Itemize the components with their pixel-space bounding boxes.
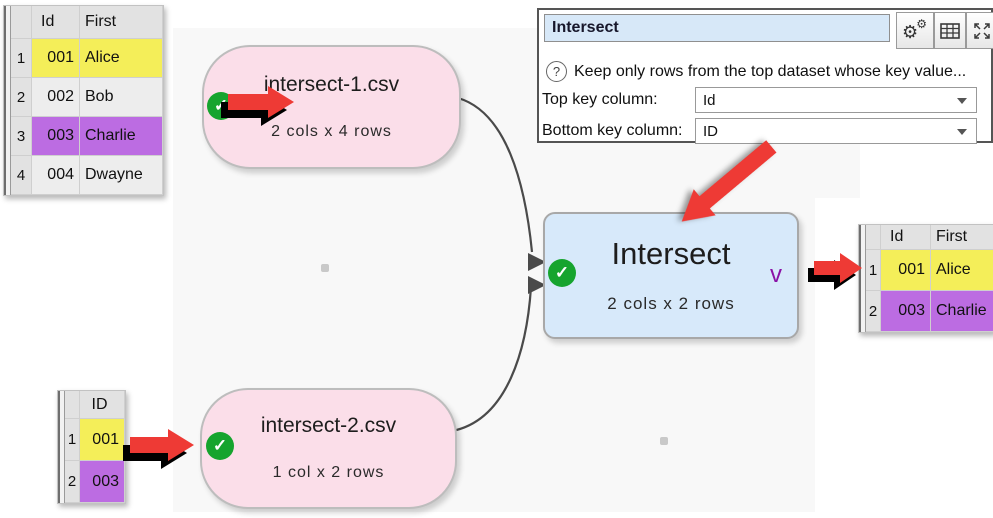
node-size-label: 1 col x 2 rows [272,464,385,481]
maximize-button[interactable] [966,12,993,49]
cell-first[interactable]: Alice [931,250,993,291]
row-number[interactable]: 2 [65,461,80,503]
column-header[interactable]: ID [80,391,125,419]
gear-icon: ⚙ ⚙ [902,16,927,42]
top-key-column-select[interactable]: Id [695,87,977,113]
corner-cell [65,391,80,419]
cell-id[interactable]: 002 [32,78,80,117]
cell-first[interactable]: Dwayne [80,156,163,195]
table-row: 1 001 Alice [866,250,993,291]
node-size-label: 2 cols x 4 rows [271,123,392,140]
row-number[interactable]: 2 [866,291,881,332]
column-header[interactable]: Id [881,225,931,250]
cell-id[interactable]: 003 [80,461,125,503]
chevron-down-icon [957,98,967,104]
source1-vertical-scrollbar[interactable] [4,6,11,195]
help-row: ? Keep only rows from the top dataset wh… [546,61,966,82]
bottom-key-column-value: ID [703,122,718,140]
cell-id[interactable]: 001 [32,39,80,78]
column-header[interactable]: Id [32,6,80,39]
transform-name-input[interactable] [544,14,890,42]
canvas-grid-dot [660,437,668,445]
row-number[interactable]: 3 [11,117,32,156]
settings-button[interactable]: ⚙ ⚙ [896,12,934,49]
table-row: 3 003 Charlie [11,117,163,156]
transform-description: Keep only rows from the top dataset whos… [574,62,967,80]
status-ok-icon: ✓ [206,432,234,460]
row-number[interactable]: 1 [65,419,80,461]
transform-settings-panel: ⚙ ⚙ ? Ke [537,8,993,144]
cell-id[interactable]: 001 [881,250,931,291]
node-intersect-2-csv[interactable]: ✓ intersect-2.csv 1 col x 2 rows [200,388,457,509]
node-title: intersect-2.csv [260,414,397,437]
table-row: 1 001 [65,419,125,461]
column-header[interactable]: First [80,6,163,39]
row-number[interactable]: 4 [11,156,32,195]
cell-first[interactable]: Bob [80,78,163,117]
expand-icon [973,22,990,39]
canvas-grid-dot [321,264,329,272]
source1-datagrid: Id First 1 001 Alice 2 002 Bob 3 003 Cha… [3,5,164,196]
table-row: 2 002 Bob [11,78,163,117]
table-view-button[interactable] [934,12,966,49]
cell-first[interactable]: Alice [80,39,163,78]
check-glyph: ✓ [554,263,570,282]
node-size-label: 2 cols x 2 rows [607,294,735,313]
table-icon [940,22,960,39]
node-title: intersect-1.csv [263,73,400,96]
check-glyph: ✓ [212,436,228,455]
bottom-key-column-select[interactable]: ID [695,118,977,144]
source2-datagrid: ID 1 001 2 003 [57,390,126,504]
corner-cell [866,225,881,250]
collapse-chevron-icon[interactable]: v [770,261,782,288]
help-icon[interactable]: ? [546,61,567,82]
row-number[interactable]: 1 [11,39,32,78]
cell-id[interactable]: 004 [32,156,80,195]
cell-id[interactable]: 003 [32,117,80,156]
cell-first[interactable]: Charlie [931,291,993,332]
corner-cell [11,6,32,39]
cell-first[interactable]: Charlie [80,117,163,156]
top-key-column-value: Id [703,91,716,109]
top-key-column-label: Top key column: [542,91,658,108]
annotation-arrow-source2-icon [130,429,194,461]
bottom-key-column-label: Bottom key column: [542,122,683,139]
table-row: 1 001 Alice [11,39,163,78]
table-row: 2 003 Charlie [866,291,993,332]
table-row: 4 004 Dwayne [11,156,163,195]
chevron-down-icon [957,129,967,135]
cell-id[interactable]: 001 [80,419,125,461]
table-row: 2 003 [65,461,125,503]
status-ok-icon: ✓ [548,259,576,287]
result-datagrid: Id First 1 001 Alice 2 003 Charlie [858,224,993,333]
check-glyph: ✓ [213,96,229,115]
node-intersect-transform[interactable]: ✓ Intersect 2 cols x 2 rows v [543,212,799,339]
annotation-arrow-source1-icon [228,86,294,118]
annotation-arrow-result-icon [814,253,862,283]
source2-vertical-scrollbar[interactable] [58,391,65,503]
node-title: Intersect [611,236,731,271]
column-header[interactable]: First [931,225,993,250]
cell-id[interactable]: 003 [881,291,931,332]
row-number[interactable]: 2 [11,78,32,117]
row-number[interactable]: 1 [866,250,881,291]
